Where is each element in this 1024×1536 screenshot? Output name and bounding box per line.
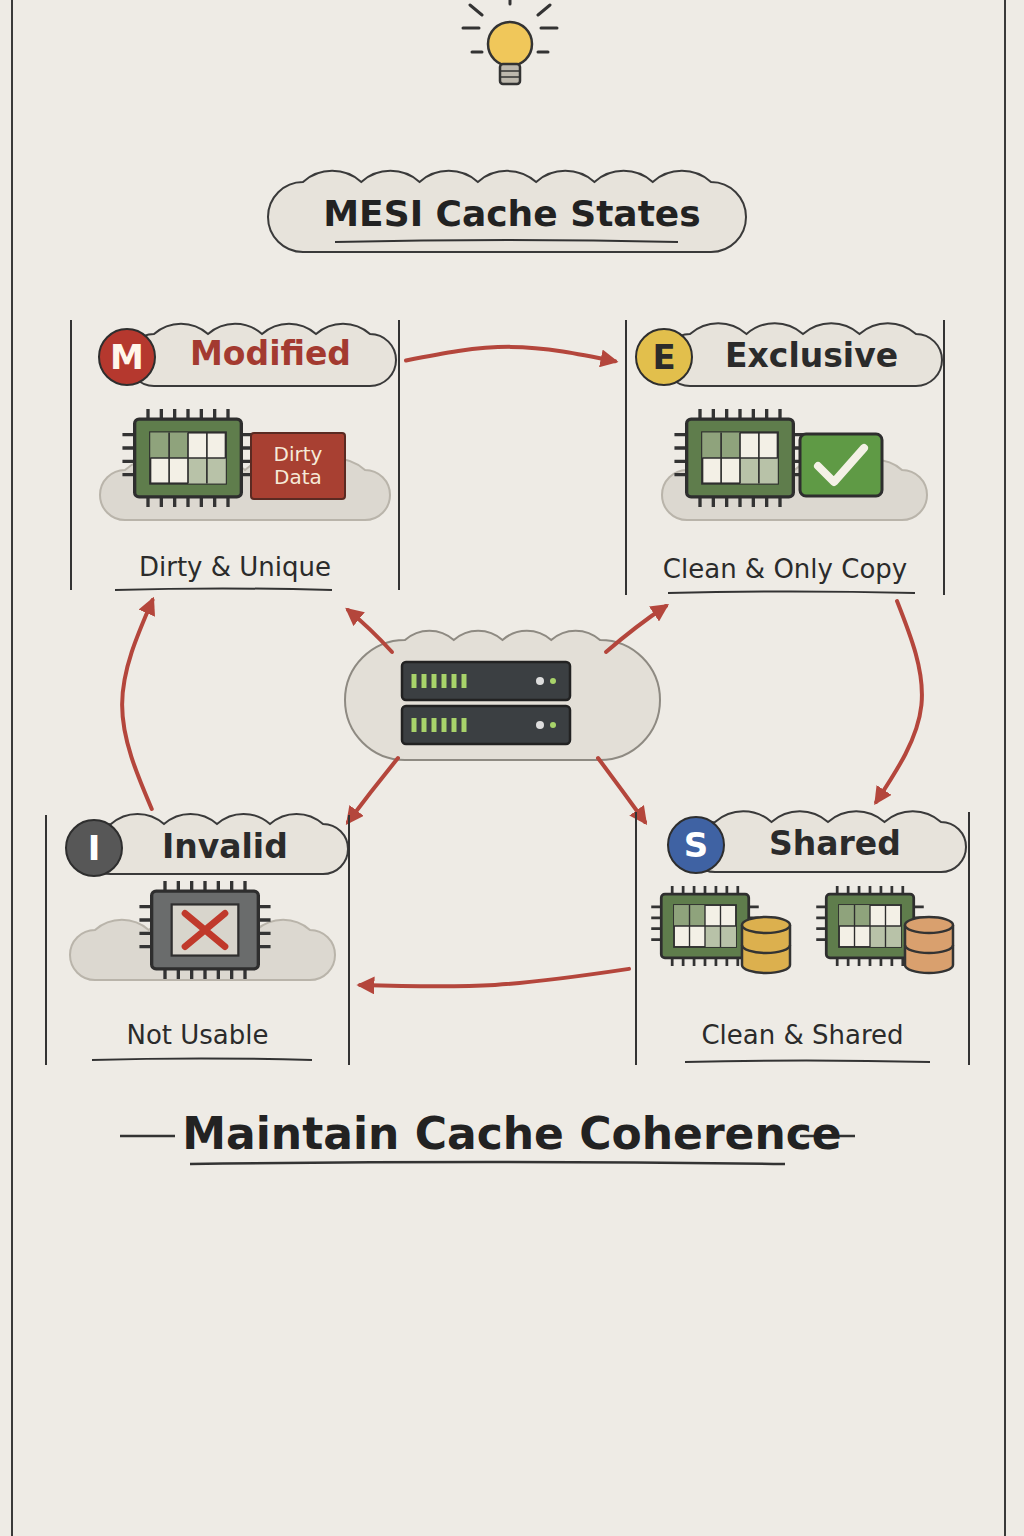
header-cloud xyxy=(86,814,348,874)
state-letter-circle: E xyxy=(635,328,693,386)
modified-illustration-part xyxy=(122,409,253,507)
underlines-part xyxy=(335,240,678,242)
transition-arrow xyxy=(360,969,629,987)
state-letter: M xyxy=(110,337,144,377)
shared-illustration xyxy=(651,886,953,973)
lightbulb-icon-part xyxy=(500,64,520,84)
shared-illustration-part-part xyxy=(905,917,953,933)
badge-label: Dirty Data xyxy=(258,443,338,489)
exclusive-illustration-part xyxy=(674,409,805,507)
exclusive-illustration xyxy=(674,409,882,507)
transition-arrow xyxy=(406,347,615,361)
state-panel: SharedClean & Shared S xyxy=(635,812,970,1065)
state-letter: E xyxy=(652,337,675,377)
modified-illustration xyxy=(122,409,253,507)
state-panel: ExclusiveClean & Only Copy E xyxy=(625,320,945,595)
cloud-shapes xyxy=(70,171,966,980)
server-icon-part xyxy=(402,662,570,700)
server-icon-part xyxy=(550,722,556,728)
state-panel: InvalidNot Usable I xyxy=(45,815,350,1065)
page-frame-part xyxy=(11,0,13,1536)
underlines-part xyxy=(92,1059,312,1061)
lightbulb-icon-part xyxy=(488,22,532,66)
server-arrows-part xyxy=(348,758,398,822)
transition-arrow xyxy=(876,601,922,802)
page-frame xyxy=(12,0,1005,1536)
server-icon-part xyxy=(550,678,556,684)
server-arrows-part xyxy=(606,606,666,652)
state-letter-circle: I xyxy=(65,819,123,877)
diagram-title-row: MESI Cache States xyxy=(0,193,1024,234)
shared-illustration-part-part xyxy=(742,945,790,953)
state-letter: I xyxy=(88,828,101,868)
state-description: Clean & Only Copy xyxy=(663,554,907,584)
exclusive-illustration-part xyxy=(800,434,882,496)
lightbulb-icon xyxy=(463,0,557,84)
state-letter-circle: S xyxy=(667,816,725,874)
server-icon xyxy=(402,662,570,744)
underlines-part xyxy=(668,592,915,594)
header-cloud xyxy=(664,323,942,386)
header-cloud xyxy=(690,811,966,872)
server-icon-part xyxy=(402,706,570,744)
state-letter: S xyxy=(684,825,709,865)
state-description: Dirty & Unique xyxy=(139,552,331,582)
lightbulb-icon-part xyxy=(500,71,520,77)
dirty-data-badge: Dirty Data xyxy=(250,432,346,500)
server-icon-part xyxy=(536,677,544,685)
page-frame-part xyxy=(1004,0,1006,1536)
underlines-part xyxy=(115,589,332,591)
exclusive-illustration-part xyxy=(818,448,864,482)
state-name: Invalid xyxy=(162,827,288,866)
state-letter-circle: M xyxy=(98,328,156,386)
underlines-part xyxy=(685,1061,930,1063)
invalid-illustration-part xyxy=(139,881,270,979)
diagram-caption-row: Maintain Cache Coherence xyxy=(0,1108,1024,1159)
shared-illustration-part-part xyxy=(742,917,790,933)
shared-illustration-part xyxy=(742,917,790,973)
server-icon-part xyxy=(536,721,544,729)
state-panel: ModifiedDirty & Unique M Dirty Data xyxy=(70,320,400,590)
underlines xyxy=(92,240,930,1164)
invalid-illustration xyxy=(139,881,270,979)
shared-illustration-part-part xyxy=(905,945,953,953)
header-cloud xyxy=(128,324,396,386)
server-icon-part xyxy=(414,674,464,732)
shared-illustration-part xyxy=(905,917,953,973)
underlines-part xyxy=(190,1162,785,1164)
diagram-title: MESI Cache States xyxy=(323,193,700,234)
diagram-caption: Maintain Cache Coherence xyxy=(182,1108,841,1159)
title-cloud xyxy=(268,171,746,252)
state-name: Shared xyxy=(769,824,901,863)
state-name: Exclusive xyxy=(725,336,898,375)
server-arrows-part xyxy=(348,610,392,652)
state-description: Not Usable xyxy=(126,1020,268,1050)
state-name: Modified xyxy=(190,334,351,373)
state-description: Clean & Shared xyxy=(701,1020,903,1050)
transition-arrow xyxy=(122,600,152,809)
server-arrows xyxy=(348,606,666,822)
server-arrows-part xyxy=(598,758,645,822)
